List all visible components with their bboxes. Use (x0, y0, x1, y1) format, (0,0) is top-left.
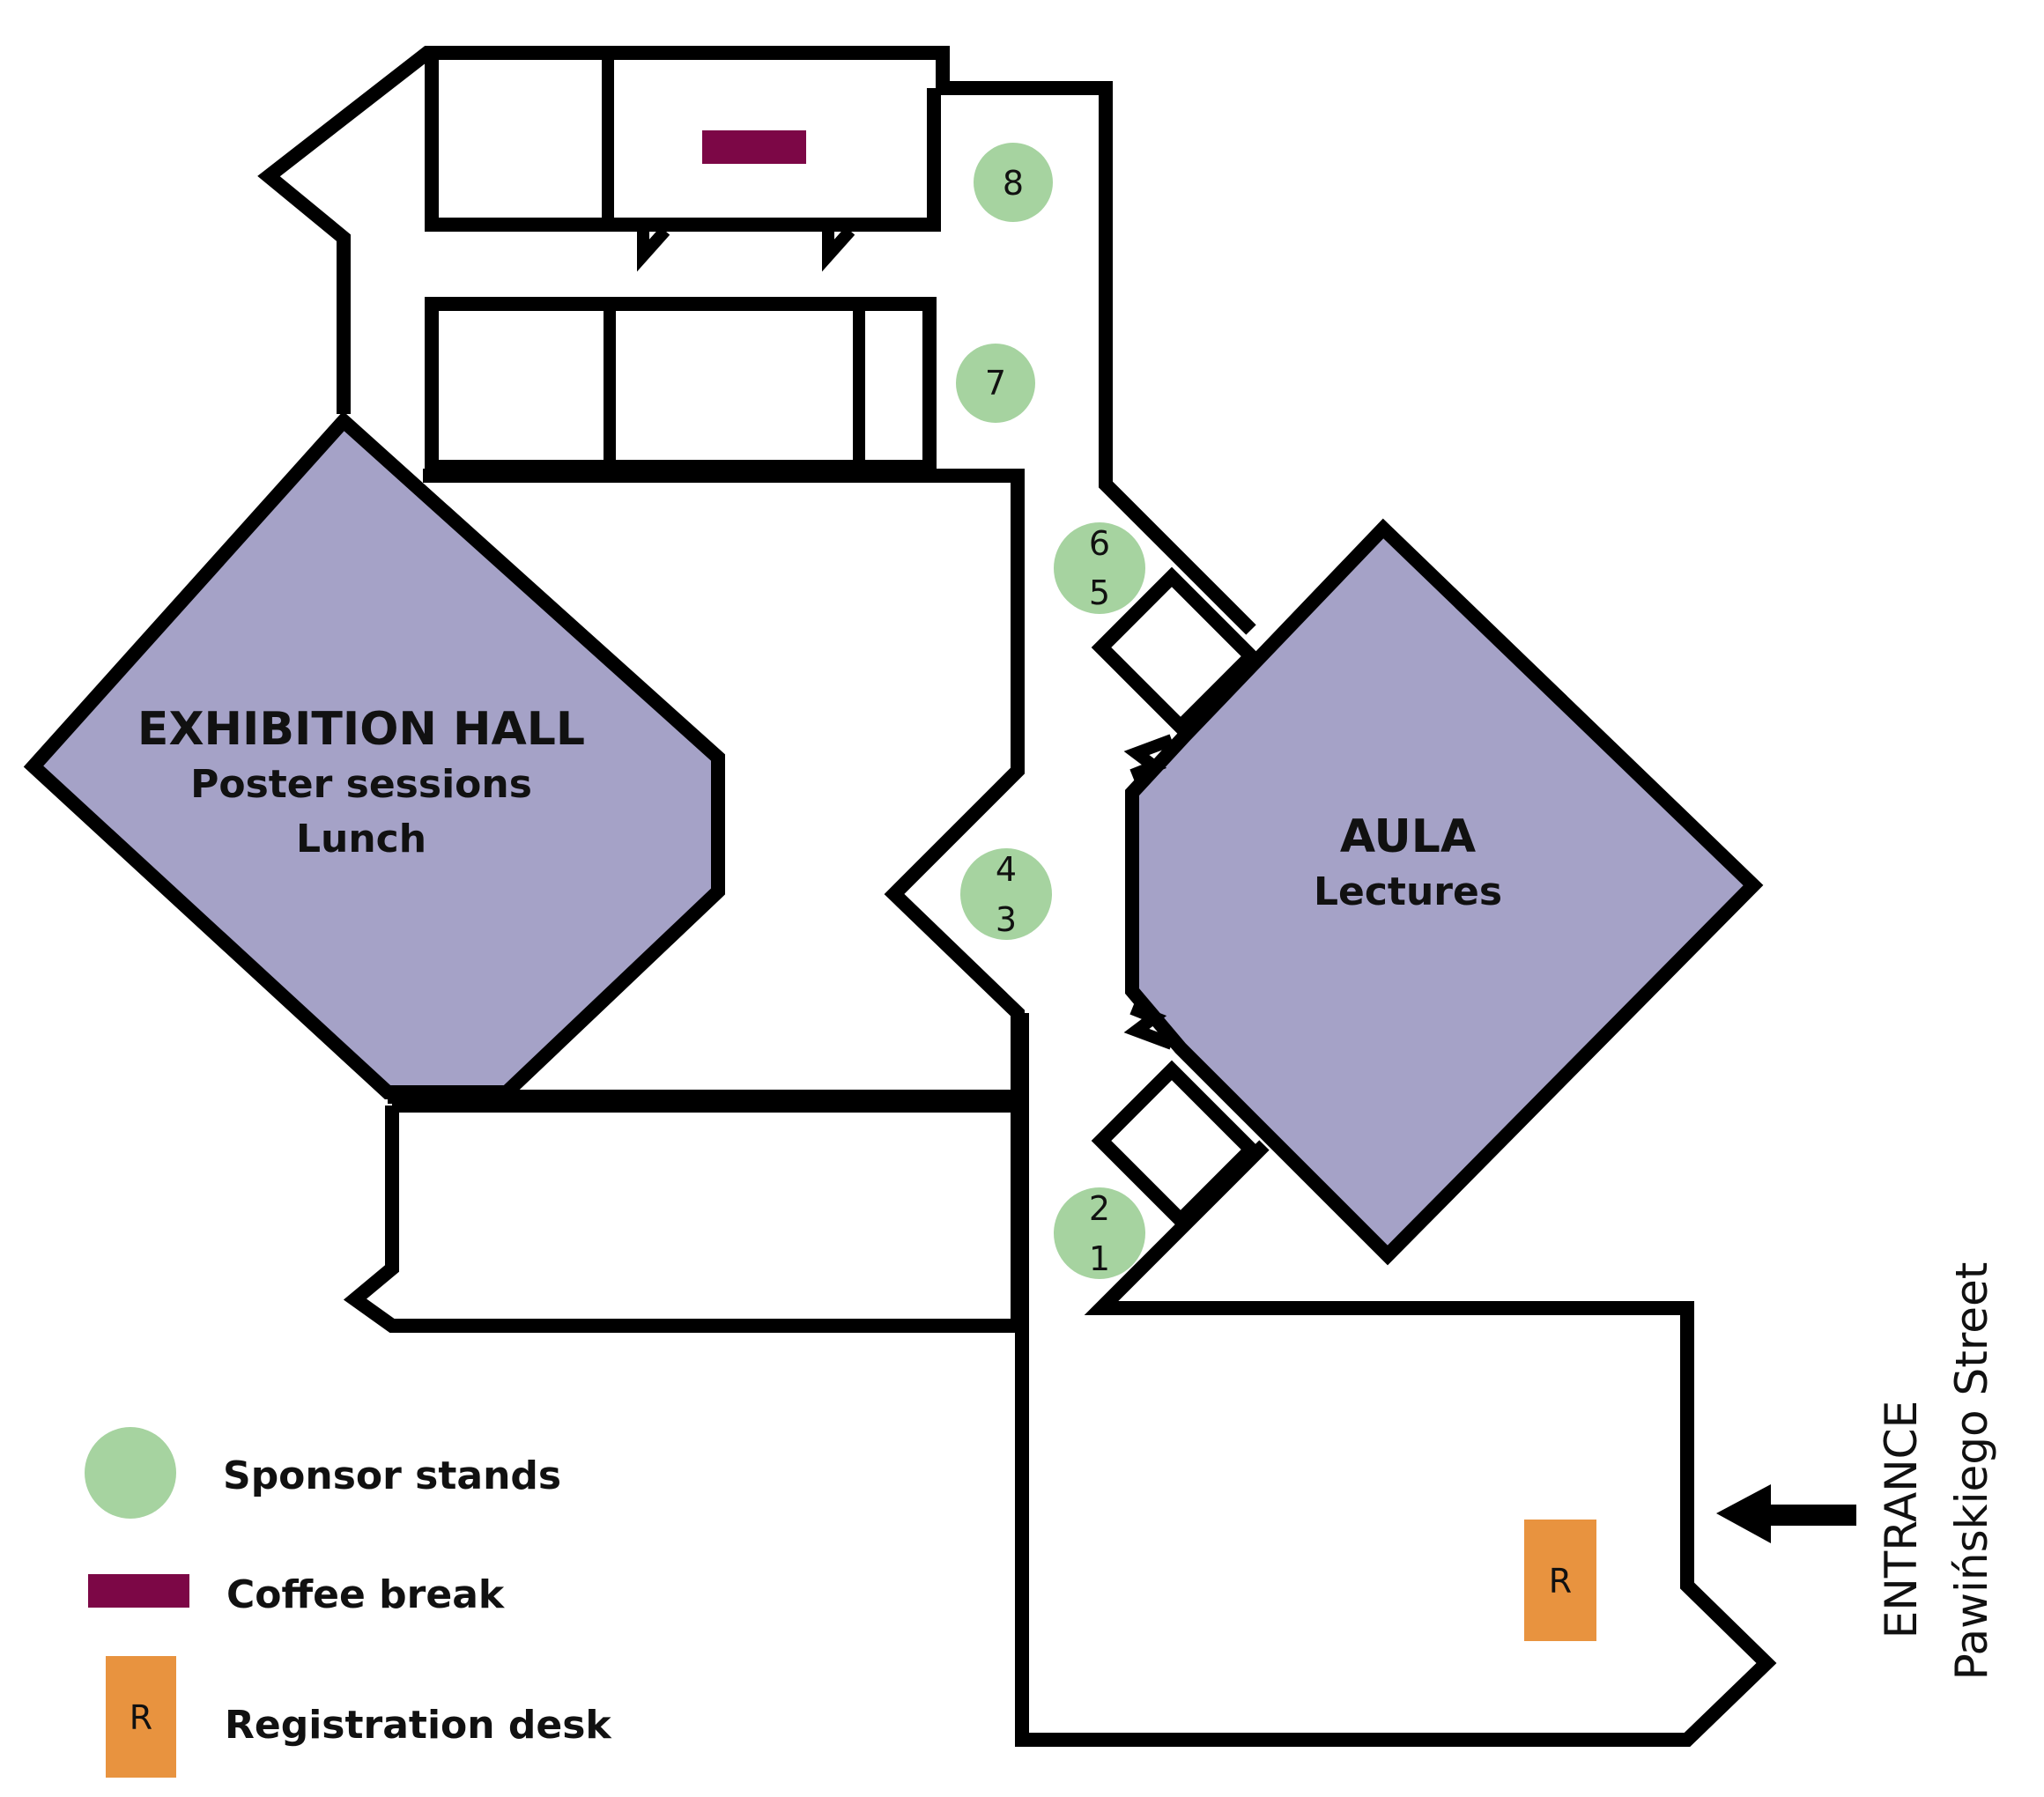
aula-title: AULA (1340, 810, 1476, 863)
exhibition-hall-subtitle-2: Lunch (296, 817, 426, 862)
registration-desk-marker[interactable] (1524, 1520, 1596, 1641)
vestibule-north (1091, 566, 1262, 737)
aula-door-south (1123, 1002, 1174, 1050)
arrow-left-icon[interactable] (1716, 1484, 1856, 1543)
sponsor-stand-4-3-marker[interactable] (960, 848, 1052, 940)
legend-registration-letter: R (130, 1698, 152, 1737)
legend-coffee-swatch (88, 1574, 189, 1608)
entrance-street-label: Pawińskiego Street (1946, 1262, 1997, 1681)
registration-desk-letter: R (1549, 1562, 1572, 1601)
sponsor-stand-2-1[interactable]: 2 1 (1054, 1187, 1145, 1279)
sponsor-stand-2-1-marker[interactable] (1054, 1187, 1145, 1279)
sponsor-stand-4-label: 4 (996, 850, 1017, 889)
legend-registration-swatch (106, 1656, 176, 1778)
sponsor-stand-2-label: 2 (1089, 1189, 1110, 1228)
second-office-block (425, 297, 937, 474)
north-office-door-1 (637, 225, 670, 272)
legend-sponsor-label: Sponsor stands (223, 1453, 561, 1498)
sponsor-stand-8[interactable]: 8 (974, 143, 1053, 222)
entrance-label: ENTRANCE (1876, 1401, 1927, 1638)
aula-hall[interactable]: AULA Lectures (1123, 518, 1764, 1266)
exhibition-hall-title: EXHIBITION HALL (137, 703, 585, 756)
sponsor-stand-6-5[interactable]: 6 5 (1054, 522, 1145, 614)
sponsor-stands: 8 7 6 5 4 3 2 1 (956, 143, 1145, 1279)
entrance[interactable]: ENTRANCE Pawińskiego Street (1716, 1262, 1997, 1681)
sponsor-stand-8-marker[interactable] (974, 143, 1053, 222)
legend-registration-row: R Registration desk (106, 1656, 612, 1778)
floor-plan-walls (257, 46, 1777, 1747)
legend-coffee-label: Coffee break (226, 1572, 506, 1617)
exhibition-hall-shape[interactable] (23, 410, 725, 1099)
legend-coffee-row: Coffee break (88, 1572, 506, 1617)
aula-subtitle: Lectures (1314, 869, 1502, 914)
sponsor-stand-7-label: 7 (985, 364, 1006, 403)
north-office-block (425, 53, 941, 232)
sponsor-stand-5-label: 5 (1089, 573, 1110, 612)
sponsor-stand-4-3[interactable]: 4 3 (960, 848, 1052, 940)
sponsor-stand-3-label: 3 (996, 900, 1017, 939)
vestibule-south (1091, 1060, 1262, 1231)
legend: Sponsor stands Coffee break R Registrati… (85, 1427, 612, 1778)
south-lobby-wall (1015, 1140, 1777, 1747)
exhibition-hall-subtitle-1: Poster sessions (190, 762, 532, 807)
legend-sponsor-row: Sponsor stands (85, 1427, 561, 1519)
south-west-block (343, 1098, 1025, 1333)
sponsor-stand-8-label: 8 (1003, 164, 1024, 203)
exhibition-hall[interactable]: EXHIBITION HALL Poster sessions Lunch (23, 410, 725, 1099)
sponsor-stand-7[interactable]: 7 (956, 344, 1035, 423)
sponsor-stand-6-label: 6 (1089, 524, 1110, 563)
sponsor-stand-1-label: 1 (1089, 1239, 1110, 1278)
registration-desk[interactable]: R (1524, 1520, 1596, 1641)
sponsor-stand-6-5-marker[interactable] (1054, 522, 1145, 614)
legend-sponsor-swatch (85, 1427, 176, 1519)
aula-door-north (1123, 734, 1174, 781)
north-office-door-2 (822, 225, 855, 272)
sponsor-stand-7-marker[interactable] (956, 344, 1035, 423)
coffee-break-marker (702, 130, 806, 164)
north-wing-wall (257, 46, 1256, 635)
legend-registration-label: Registration desk (225, 1703, 612, 1748)
